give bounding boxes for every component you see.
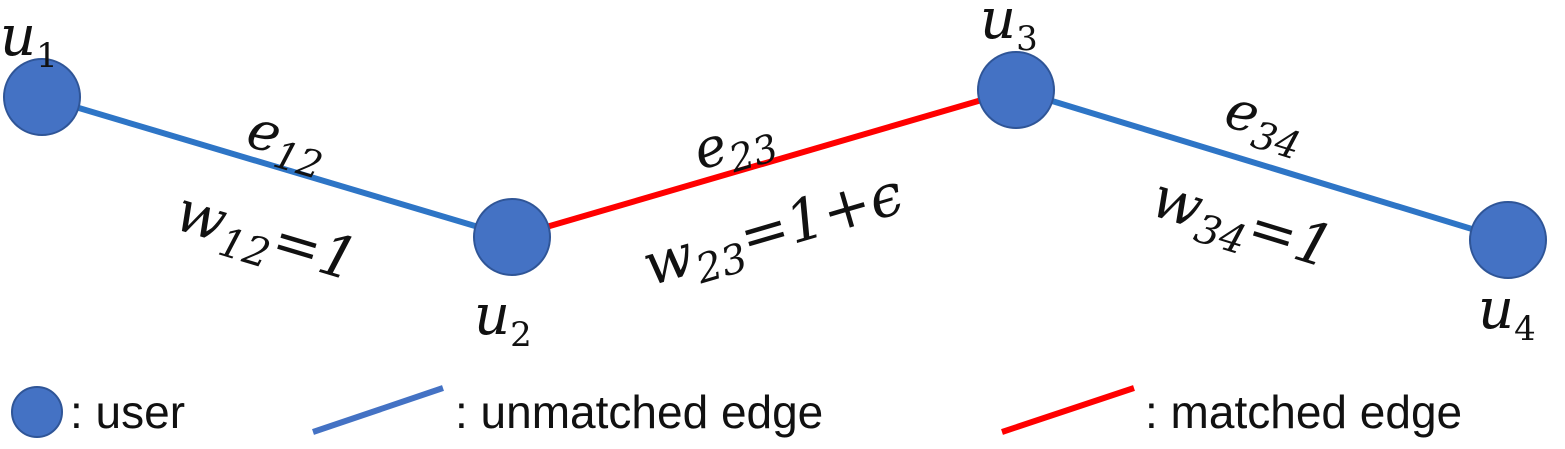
edge-e34 xyxy=(1015,87,1509,243)
node-u3 xyxy=(977,51,1055,129)
node-label-u4: u4 xyxy=(1478,277,1536,349)
legend-unmatched-label: : unmatched edge xyxy=(455,386,823,438)
node-u1 xyxy=(3,58,81,136)
edge-weight-e23: w23=1+ϵ xyxy=(635,159,913,307)
edge-name-e12: e12 xyxy=(238,97,335,188)
node-label-u1: u1 xyxy=(0,4,58,76)
legend-matched-label: : matched edge xyxy=(1145,386,1462,438)
node-label-u2: u2 xyxy=(474,283,532,355)
legend-matched-line xyxy=(1001,385,1135,435)
edge-e12 xyxy=(41,94,513,240)
node-label-u3: u3 xyxy=(980,0,1038,59)
edge-name-e23: e23 xyxy=(686,99,783,190)
legend-user-label: : user xyxy=(70,386,185,438)
legend-user-icon xyxy=(11,386,63,438)
edge-weight-e12: w12=1 xyxy=(166,176,366,302)
node-u4 xyxy=(1469,201,1547,279)
node-u2 xyxy=(473,198,551,276)
legend: : user : unmatched edge : matched edge xyxy=(11,385,1462,438)
legend-unmatched-line xyxy=(312,385,444,435)
edge-e23 xyxy=(511,87,1017,240)
